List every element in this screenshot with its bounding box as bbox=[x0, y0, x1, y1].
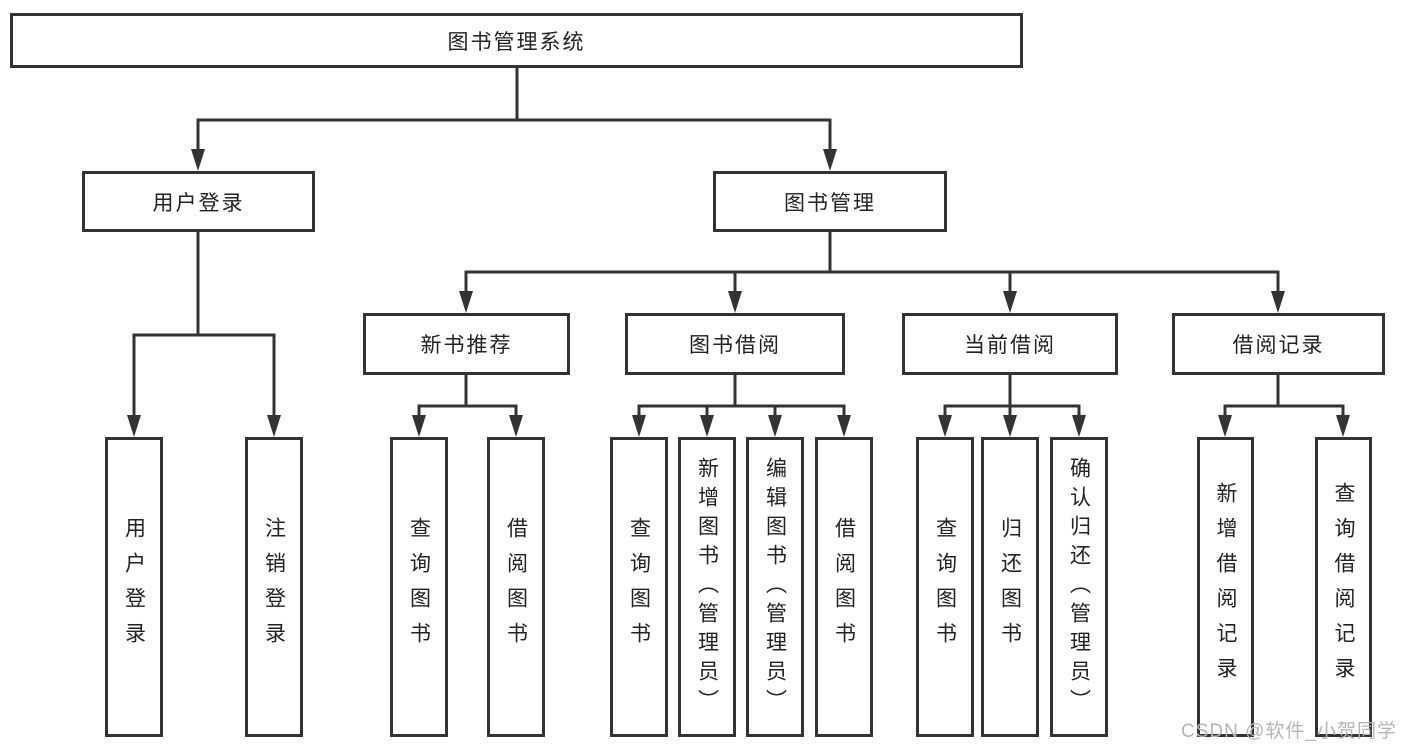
leaf-edit-book-admin: 编辑图书（管理员） bbox=[746, 437, 804, 737]
leaf-query-books-current: 查询图书 bbox=[916, 437, 974, 737]
node-new-book-recommend: 新书推荐 bbox=[363, 313, 570, 375]
leaf-logout: 注销登录 bbox=[245, 437, 303, 737]
node-current-borrow: 当前借阅 bbox=[902, 313, 1118, 375]
leaf-query-books-recommend-label: 查询图书 bbox=[407, 517, 431, 657]
connector-user-login-to-leaves bbox=[127, 230, 281, 437]
connector-borrow-records-to-leaves bbox=[1218, 373, 1350, 437]
leaf-user-login-label: 用户登录 bbox=[122, 517, 146, 657]
node-borrow-records: 借阅记录 bbox=[1172, 313, 1385, 375]
leaf-borrow-books-borrow-label: 借阅图书 bbox=[832, 517, 856, 657]
leaf-add-borrow-record-label: 新增借阅记录 bbox=[1214, 482, 1237, 692]
leaf-user-login: 用户登录 bbox=[105, 437, 163, 737]
leaf-return-books-label: 归还图书 bbox=[998, 517, 1022, 657]
leaf-query-books-borrow: 查询图书 bbox=[610, 437, 668, 737]
node-book-borrow: 图书借阅 bbox=[625, 313, 845, 375]
leaf-edit-book-admin-label: 编辑图书（管理员） bbox=[763, 456, 787, 718]
leaf-borrow-books-recommend: 借阅图书 bbox=[487, 437, 545, 737]
leaf-confirm-return-admin-label: 确认归还（管理员） bbox=[1067, 456, 1091, 718]
connector-current-borrow-to-leaves bbox=[938, 373, 1086, 437]
leaf-return-books: 归还图书 bbox=[981, 437, 1039, 737]
leaf-confirm-return-admin: 确认归还（管理员） bbox=[1050, 437, 1108, 737]
connector-root-to-level2 bbox=[191, 66, 837, 171]
leaf-add-book-admin-label: 新增图书（管理员） bbox=[695, 456, 719, 718]
leaf-query-borrow-record: 查询借阅记录 bbox=[1315, 437, 1372, 737]
leaf-logout-label: 注销登录 bbox=[262, 517, 286, 657]
leaf-query-books-borrow-label: 查询图书 bbox=[627, 517, 651, 657]
connector-book-management-to-level3 bbox=[459, 230, 1285, 313]
leaf-borrow-books-borrow: 借阅图书 bbox=[815, 437, 873, 737]
leaf-query-books-current-label: 查询图书 bbox=[933, 517, 957, 657]
connector-new-book-recommend-to-leaves bbox=[412, 373, 523, 437]
leaf-borrow-books-recommend-label: 借阅图书 bbox=[504, 517, 528, 657]
leaf-query-books-recommend: 查询图书 bbox=[390, 437, 448, 737]
leaf-add-book-admin: 新增图书（管理员） bbox=[678, 437, 736, 737]
node-user-login: 用户登录 bbox=[82, 171, 315, 232]
leaf-query-borrow-record-label: 查询借阅记录 bbox=[1332, 482, 1355, 692]
leaf-add-borrow-record: 新增借阅记录 bbox=[1197, 437, 1254, 737]
node-book-management: 图书管理 bbox=[713, 171, 947, 232]
node-root-library-system: 图书管理系统 bbox=[10, 13, 1023, 68]
connector-book-borrow-to-leaves bbox=[632, 373, 851, 437]
csdn-watermark: CSDN @软件_小贺同学 bbox=[1181, 721, 1397, 742]
